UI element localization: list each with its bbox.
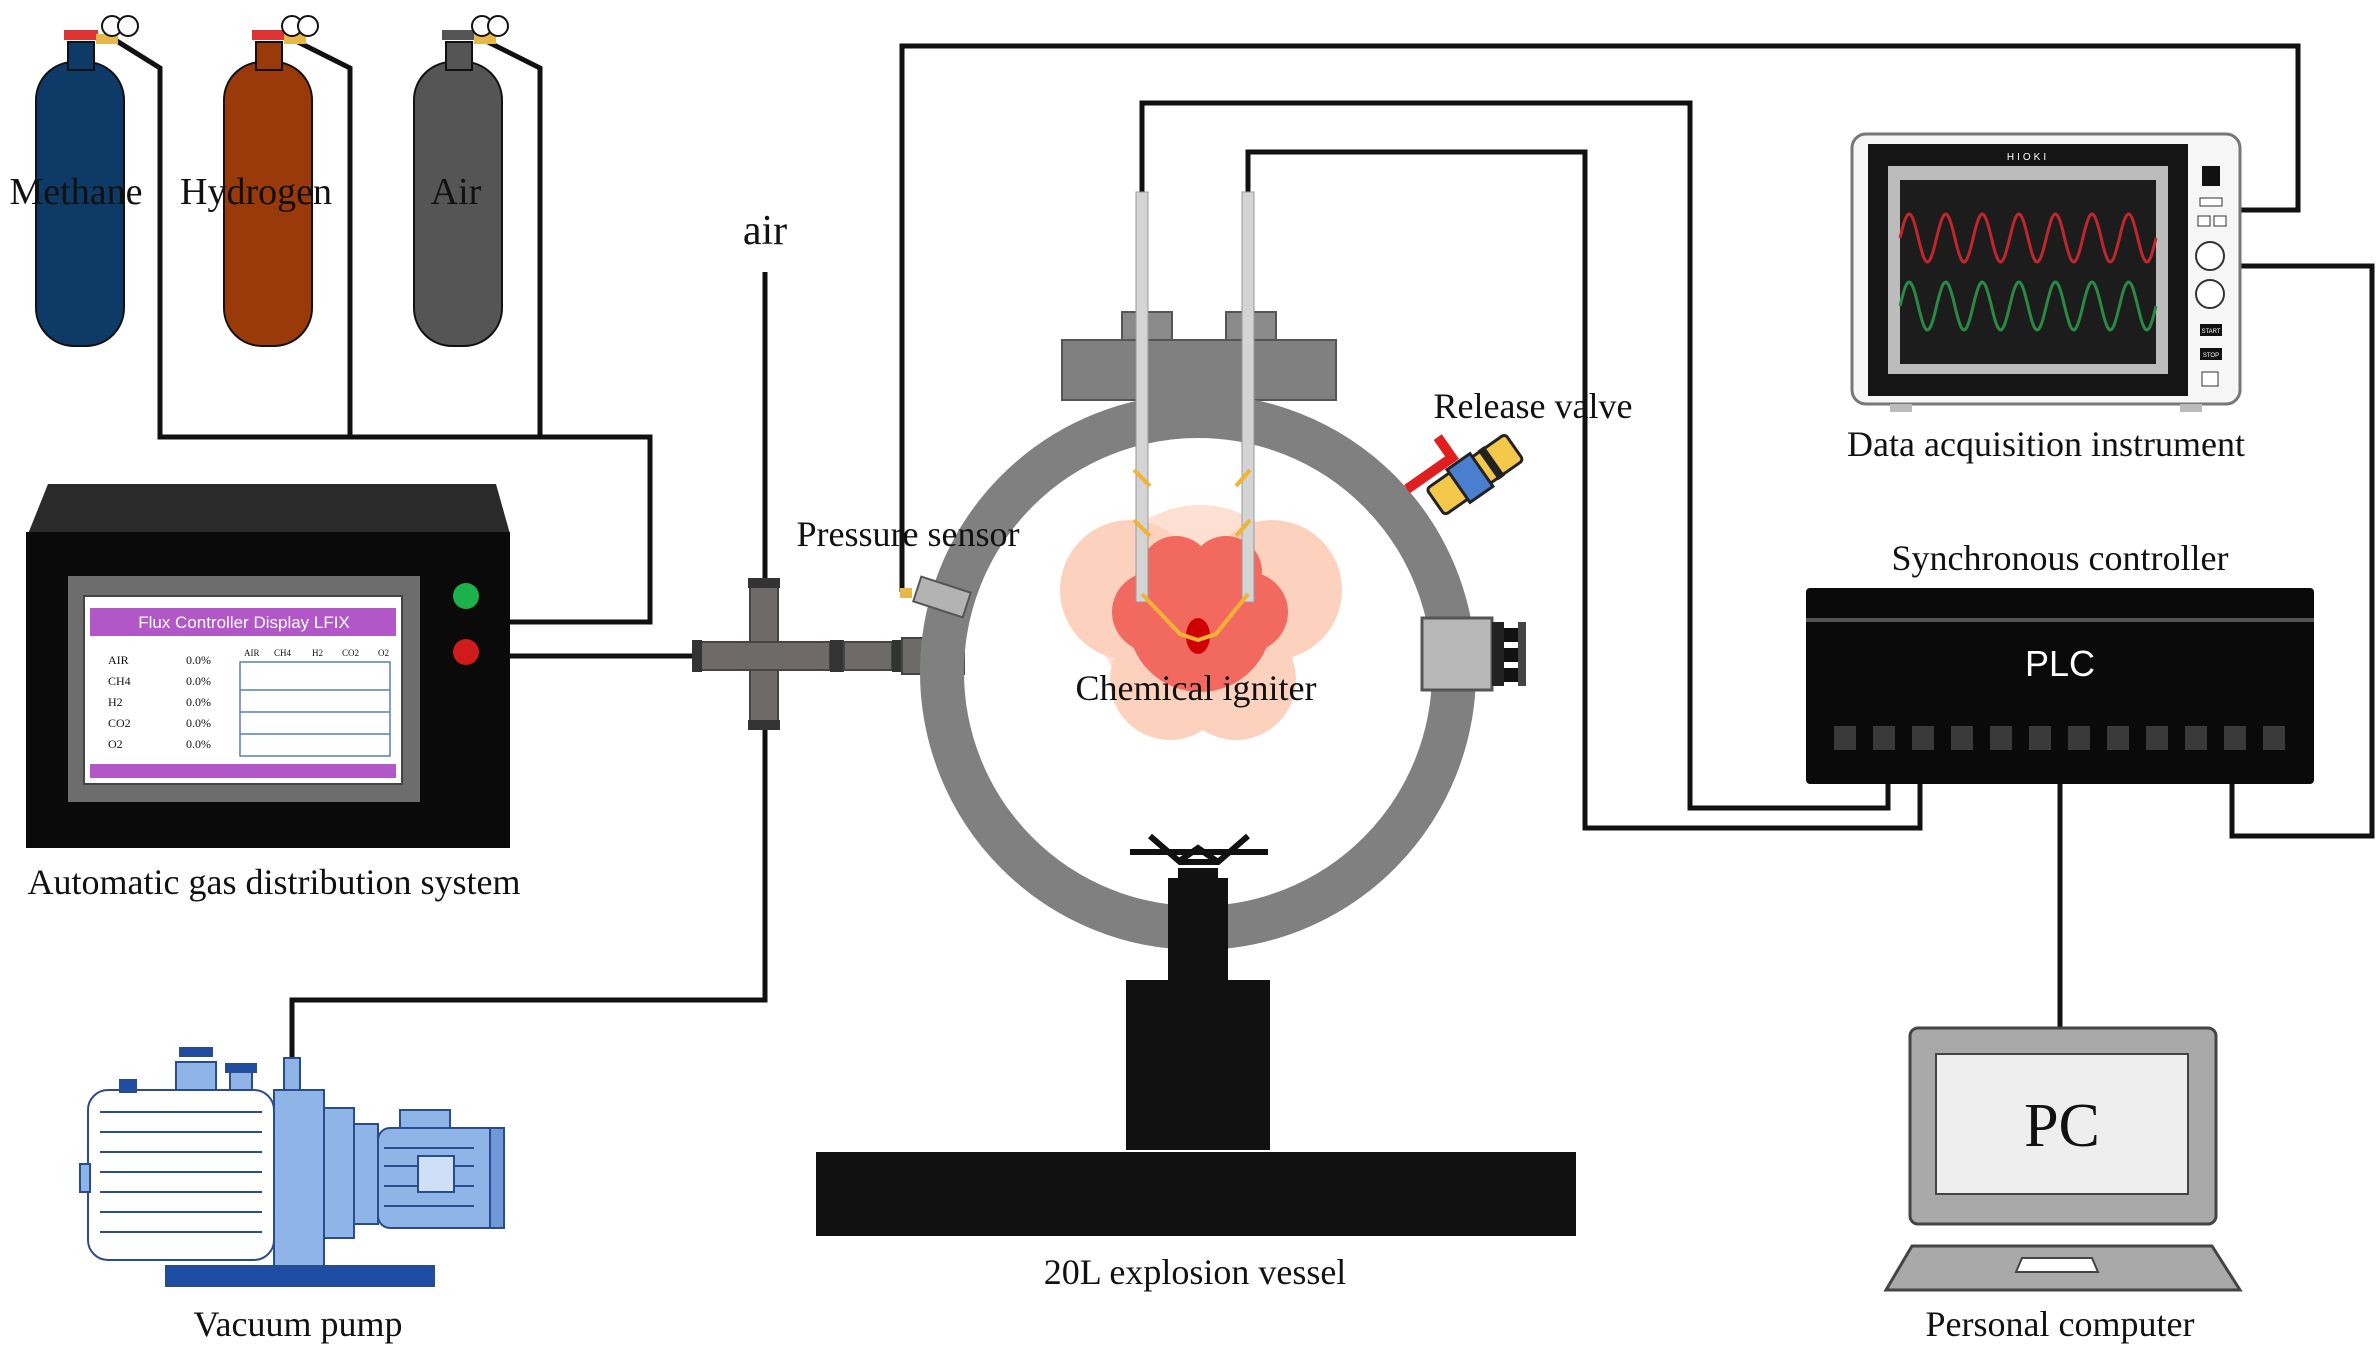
cylinder-label-hydrogen: Hydrogen	[180, 171, 332, 213]
flux-row-gas: AIR	[108, 653, 129, 667]
electrode-wire-2	[1245, 149, 1923, 831]
igniter-electrodes	[1132, 191, 1255, 643]
cylinder-label-air: Air	[431, 171, 482, 213]
flux-row-value: 0.0%	[186, 653, 211, 667]
personal-computer-label: Personal computer	[1926, 1304, 2195, 1344]
flux-legend-item: CH4	[274, 648, 292, 658]
flux-row-value: 0.0%	[186, 737, 211, 751]
electrode-wire-1	[1139, 100, 1891, 811]
cylinder-methane	[35, 15, 139, 347]
flux-row-gas: CH4	[108, 674, 131, 688]
chemical-igniter-label: Chemical igniter	[1076, 668, 1317, 708]
green-indicator-light	[453, 583, 479, 609]
oscilloscope-trace-red	[1898, 212, 2158, 264]
plc-label: PLC	[2025, 643, 2095, 684]
daq-start-button: START	[2201, 329, 2220, 335]
explosion-vessel-label: 20L explosion vessel	[1044, 1252, 1347, 1292]
gas-distribution-label: Automatic gas distribution system	[28, 862, 521, 902]
flux-display-title: Flux Controller Display LFIX	[138, 613, 350, 632]
personal-computer	[1883, 1026, 2243, 1292]
daq-stop-button: STOP	[2203, 353, 2219, 359]
pressure-sensor-label: Pressure sensor	[797, 514, 1020, 554]
cylinder-hydrogen	[223, 15, 319, 347]
release-valve	[1404, 433, 1524, 516]
air-inlet-label: air	[743, 208, 787, 254]
cross-fitting	[692, 578, 965, 730]
flux-row-value: 0.0%	[186, 716, 211, 730]
flux-row-value: 0.0%	[186, 674, 211, 688]
cylinder-label-methane: Methane	[10, 171, 143, 213]
explosion-vessel	[816, 311, 1576, 1236]
pressure-sensor-cable	[899, 43, 2301, 592]
flux-legend-item: H2	[312, 648, 323, 658]
flux-legend-item: AIR	[244, 648, 260, 658]
sync-controller-label: Synchronous controller	[1892, 538, 2229, 578]
flux-row-value: 0.0%	[186, 695, 211, 709]
connection-lines	[110, 35, 2375, 1058]
flux-legend-item: CO2	[342, 648, 359, 658]
oscilloscope-trace-green	[1898, 280, 2158, 332]
daq-plc-cable	[2229, 263, 2375, 839]
release-valve-label: Release valve	[1434, 386, 1633, 426]
data-acquisition-label: Data acquisition instrument	[1847, 424, 2245, 464]
air-cylinder-line	[478, 35, 543, 437]
flux-display-legend: AIR CH4 H2 CO2 O2	[244, 648, 389, 658]
cylinder-air	[413, 15, 509, 347]
pressure-sensor	[900, 575, 973, 619]
flux-row-gas: H2	[108, 695, 123, 709]
pc-screen-label: PC	[2024, 1092, 2100, 1160]
flux-display-header	[90, 608, 396, 636]
methane-line	[110, 35, 653, 625]
hydrogen-line	[288, 35, 353, 437]
flux-legend-item: O2	[378, 648, 389, 658]
plc-controller	[1806, 588, 2314, 784]
flux-row-gas: O2	[108, 737, 123, 751]
vacuum-pump-label: Vacuum pump	[194, 1304, 403, 1344]
data-acquisition-instrument	[1850, 132, 2242, 412]
vacuum-pump	[79, 1047, 505, 1287]
flux-row-gas: CO2	[108, 716, 131, 730]
gas-distribution-box	[26, 484, 510, 848]
daq-brand: HIOKI	[2007, 152, 2049, 163]
flux-display-rows: AIR 0.0% CH4 0.0% H2 0.0% CO2 0.0% O2 0.…	[108, 653, 211, 751]
red-indicator-light	[453, 639, 479, 665]
vacuum-line	[289, 720, 768, 1058]
